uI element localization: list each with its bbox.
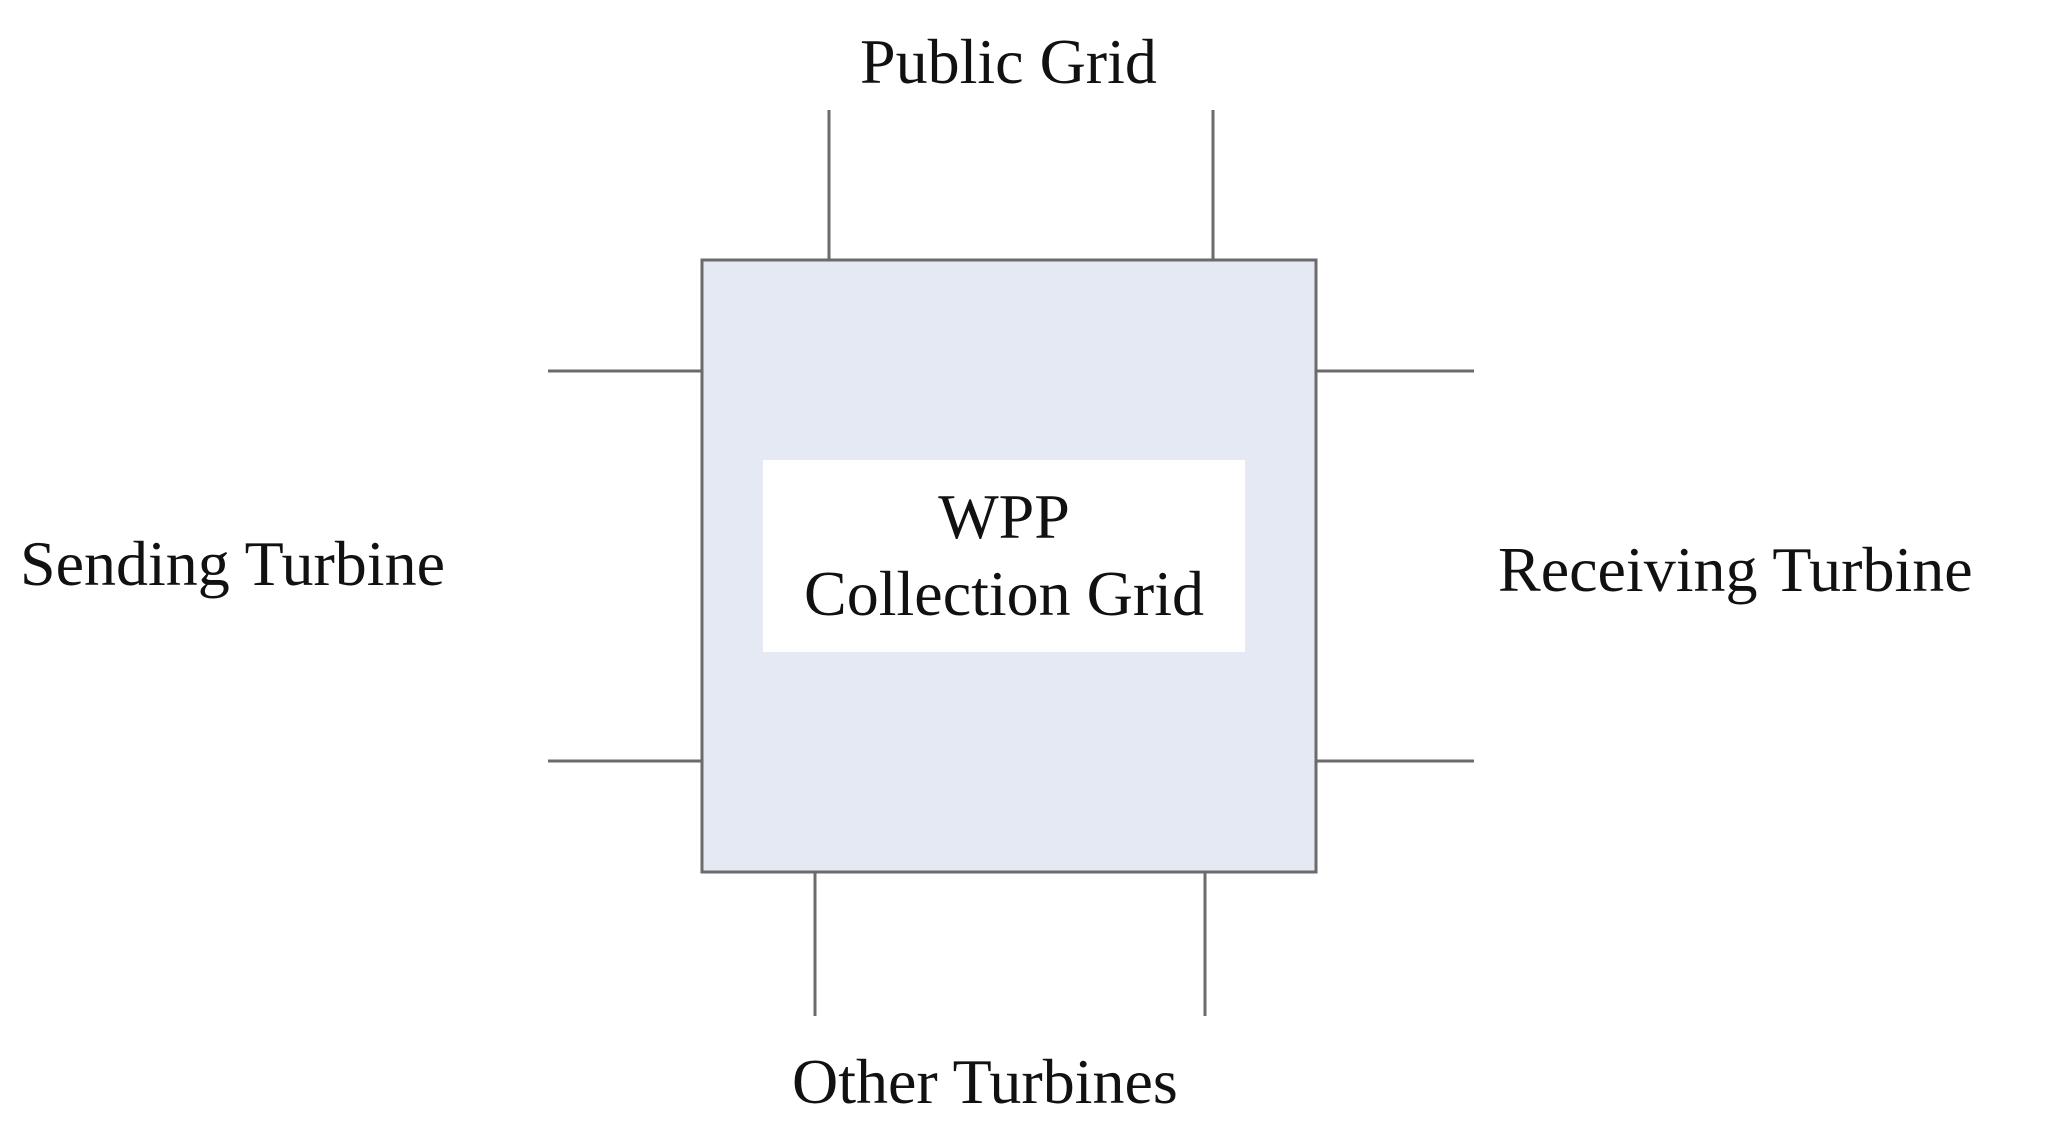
receiving-turbine-label: Receiving Turbine (1498, 534, 1973, 605)
center-label-line1: WPP (938, 481, 1070, 553)
public-grid-label: Public Grid (860, 26, 1157, 97)
wpp-collection-grid-label: WPP Collection Grid (763, 460, 1245, 652)
other-turbines-label: Other Turbines (792, 1046, 1178, 1117)
sending-turbine-label: Sending Turbine (20, 528, 445, 599)
center-label-line2: Collection Grid (804, 558, 1204, 629)
